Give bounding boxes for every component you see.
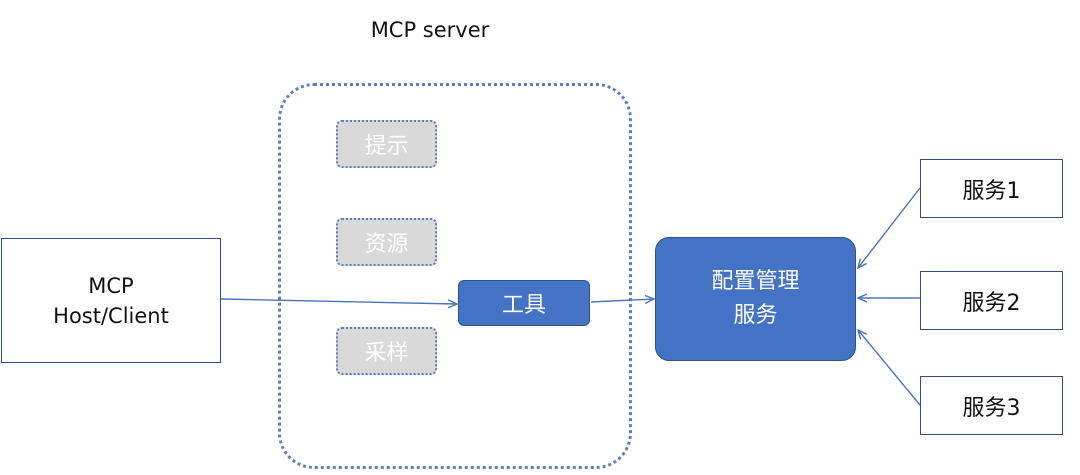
service-1-label: 服务1: [962, 178, 1021, 204]
config-service-label-line1: 配置管理: [711, 269, 800, 294]
resources-label: 资源: [364, 232, 409, 257]
service-1-box: 服务1: [920, 159, 1063, 218]
sampling-label: 采样: [364, 341, 409, 366]
mcp-server-container: [278, 83, 632, 469]
mcp-host-client-box: MCP Host/Client: [1, 238, 221, 363]
service-2-box: 服务2: [920, 271, 1063, 330]
arrow-service1-to-config: [858, 187, 921, 268]
config-service-label-line2: 服务: [733, 303, 778, 328]
service-2-label: 服务2: [962, 290, 1021, 316]
config-management-service-box: 配置管理 服务: [655, 237, 856, 361]
prompts-capability-box: 提示: [336, 120, 437, 168]
tools-capability-box: 工具: [458, 280, 590, 326]
host-label-line1: MCP: [88, 273, 134, 298]
prompts-label: 提示: [364, 134, 409, 159]
resources-capability-box: 资源: [336, 218, 437, 266]
arrow-tools-to-config: [590, 299, 654, 302]
mcp-server-title: MCP server: [370, 18, 490, 42]
tools-label: 工具: [501, 293, 546, 318]
arrow-host-to-tools: [220, 298, 457, 304]
arrow-service3-to-config: [858, 330, 921, 406]
host-label-line2: Host/Client: [53, 303, 169, 328]
sampling-capability-box: 采样: [336, 327, 437, 375]
service-3-box: 服务3: [920, 376, 1063, 435]
service-3-label: 服务3: [962, 395, 1021, 421]
